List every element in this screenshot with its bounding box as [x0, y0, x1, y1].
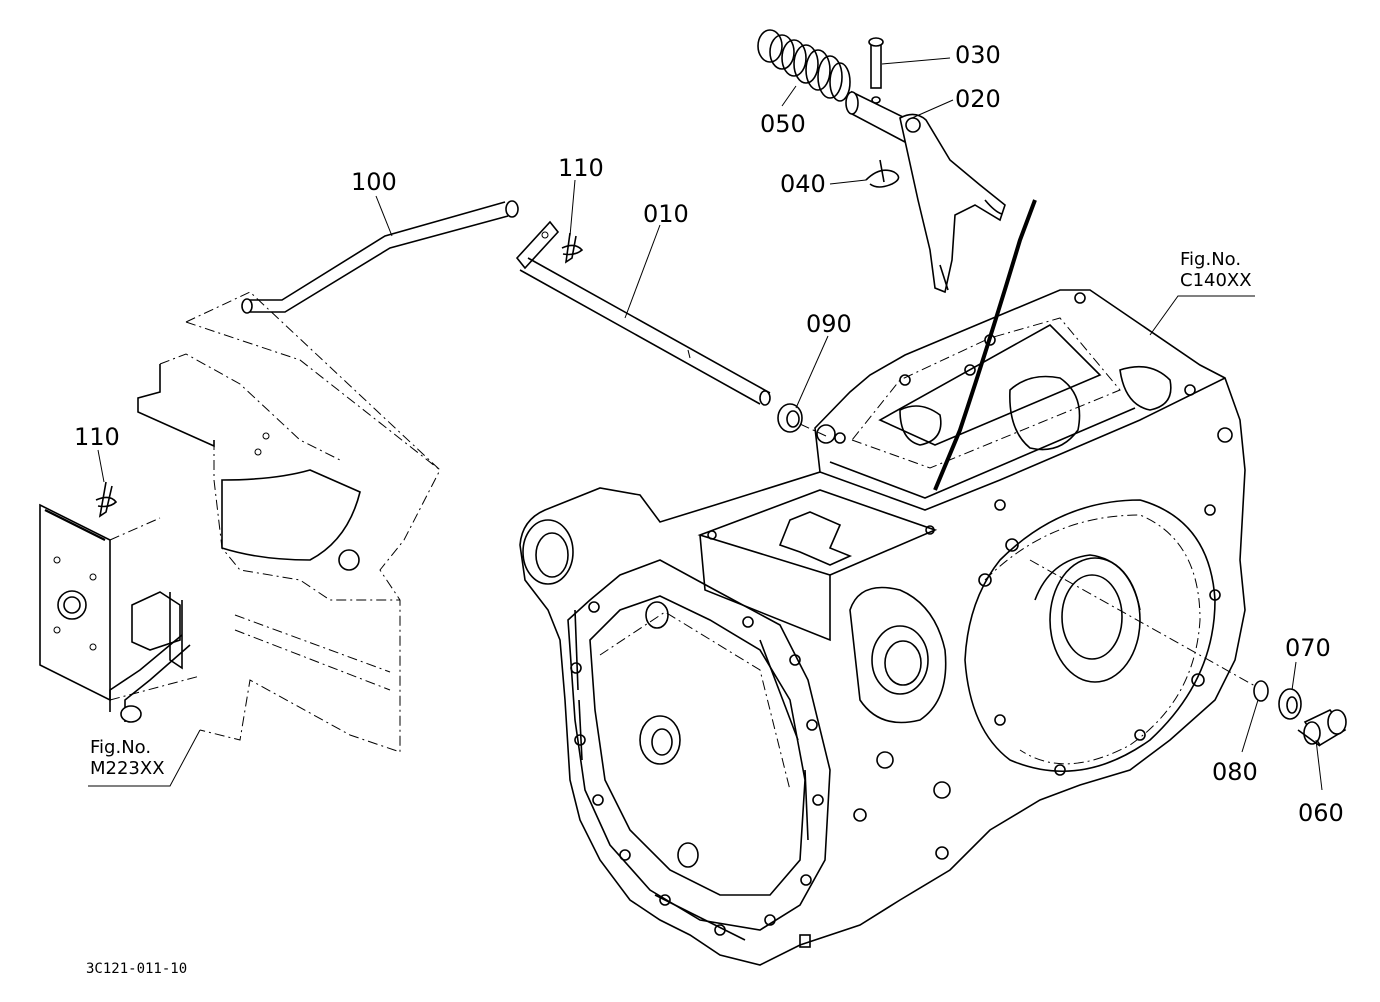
- part-label-090: 090: [806, 310, 852, 338]
- spring-050-drawing: [757, 29, 851, 102]
- transmission-housing-drawing: [519, 289, 1246, 966]
- fig-ref-m223-prefix: Fig.No.: [90, 737, 152, 758]
- clip-110-upper-drawing: [561, 232, 584, 264]
- oring-080-drawing: [1253, 680, 1269, 702]
- part-label-030: 030: [955, 41, 1001, 69]
- fig-ref-c140[interactable]: Fig.No. C140XX: [1180, 249, 1252, 291]
- assembly-axis-line: [1029, 559, 1256, 687]
- plug-060-drawing: [1297, 708, 1347, 747]
- leader-lines: [88, 57, 1323, 791]
- pin-030-drawing: [868, 37, 884, 89]
- part-label-110-upper: 110: [558, 154, 604, 182]
- part-label-020: 020: [955, 85, 1001, 113]
- drawing-code: 3C121-011-10: [86, 961, 188, 977]
- part-label-010: 010: [643, 200, 689, 228]
- fig-ref-c140-code: C140XX: [1180, 269, 1252, 291]
- fig-ref-c140-prefix: Fig.No.: [1180, 249, 1242, 270]
- fig-ref-m223[interactable]: Fig.No. M223XX: [90, 737, 165, 779]
- part-label-050: 050: [760, 110, 806, 138]
- clip-040-drawing: [865, 159, 900, 188]
- shift-fork-020-drawing: [845, 90, 1006, 294]
- collar-090-drawing: [777, 403, 827, 437]
- part-label-100: 100: [351, 168, 397, 196]
- rod-100-drawing: [241, 200, 519, 314]
- shift-wire-drawing: [933, 199, 1037, 491]
- fig-ref-m223-code: M223XX: [90, 757, 165, 779]
- part-label-070: 070: [1285, 634, 1331, 662]
- clip-110-lower-drawing: [95, 481, 118, 518]
- part-label-080: 080: [1212, 758, 1258, 786]
- part-label-060: 060: [1298, 799, 1344, 827]
- seal-070-drawing: [1278, 688, 1302, 720]
- part-label-040: 040: [780, 170, 826, 198]
- panel-assembly-drawing: [39, 291, 441, 753]
- part-label-110-lower: 110: [74, 423, 120, 451]
- shaft-010-drawing: [515, 220, 771, 406]
